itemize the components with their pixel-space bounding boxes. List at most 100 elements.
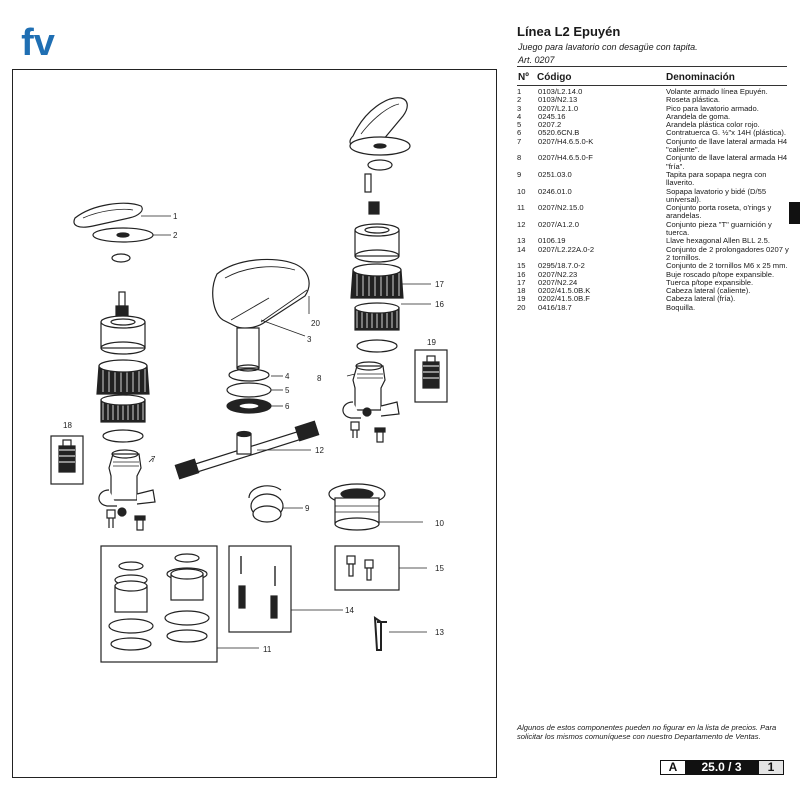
part-code: 0207/H4.6.5.0-K (538, 136, 594, 146)
part-number: 18 (517, 286, 526, 296)
part-description: Conjunto de llave lateral armada H4 "frí… (666, 153, 788, 171)
part-number: 19 (517, 294, 526, 304)
part-description: Conjunto porta roseta, o'rings y arandel… (666, 203, 772, 221)
sheet-number: 1 (758, 761, 783, 774)
part-description: Boquilla. (666, 302, 696, 312)
part-description: Tapita para sopapa negra con llaverito. (666, 169, 767, 188)
right-side-valve (352, 365, 386, 411)
exploded-view-svg: 1 2 3 4 5 6 7 8 9 10 11 12 13 14 15 16 1… (50, 97, 448, 663)
subtitle-divider (517, 66, 787, 67)
callout-15: 15 (435, 564, 444, 573)
part-code: 0416/18.7 (538, 302, 572, 312)
section-edge-tab (789, 202, 800, 224)
left-side-valve (108, 453, 142, 501)
footnote: Algunos de estos componentes pueden no f… (517, 723, 777, 742)
part-number: 9 (517, 169, 522, 179)
column-header-code: Código (537, 72, 572, 83)
callout-3: 3 (307, 335, 312, 344)
part-code: 0103/L2.14.0 (538, 87, 583, 96)
part-description: Tuerca p/tope expansible. (666, 277, 754, 287)
callout-8: 8 (317, 374, 322, 383)
header-divider (517, 85, 787, 86)
right-washer (356, 339, 398, 353)
part-description: Conjunto de 2 prolongadores 0207 y 2 tor… (666, 244, 789, 262)
part-number: 1 (517, 87, 522, 96)
right-small-ring (367, 159, 393, 171)
column-header-number: Nº (518, 72, 529, 83)
spout-washer-5 (226, 382, 272, 398)
part-code: 0207/N2.23 (538, 269, 578, 279)
part-number: 6 (517, 128, 522, 138)
callout-10: 10 (435, 519, 444, 528)
part-number: 7 (517, 136, 522, 146)
part-code: 0103/N2.13 (538, 95, 578, 105)
inset-box-18 (50, 435, 84, 485)
inset-box-19 (414, 349, 448, 403)
part-row: 1 0103/L2.14.0 Volante armado línea Epuyén… (517, 87, 797, 96)
part-code: 0106.19 (538, 236, 566, 246)
callout-1: 1 (173, 212, 178, 221)
callout-7: 7 (151, 455, 156, 464)
spout-shank (236, 327, 260, 369)
part-code: 0207/N2.15.0 (538, 203, 584, 213)
part-row: 14 0207/L2.22A.0-2 Conjunto de 2 prolongad… (517, 244, 797, 263)
part-code: 0207/N2.24 (538, 277, 578, 287)
part-row: 17 0207/N2.24 Tuerca p/tope expansible. (517, 277, 797, 287)
page-subtitle: Juego para lavatorio con desagüe con tap… (518, 41, 698, 67)
callout-2: 2 (173, 231, 178, 240)
part-description: Volante armado línea Epuyén. (666, 87, 768, 96)
part-number: 8 (517, 153, 522, 163)
callout-18: 18 (63, 421, 72, 430)
part-number: 2 (517, 95, 522, 105)
parts-list: 1 0103/L2.14.0 Volante armado línea Epuyén… (517, 87, 797, 312)
part-row: 18 0202/41.5.0B.K Cabeza lateral (caliente… (517, 286, 797, 296)
left-spindle-screw (118, 291, 126, 307)
part-code: 0207/L2.22A.0-2 (538, 244, 595, 254)
callout-14: 14 (345, 606, 354, 615)
left-small-ring (111, 253, 131, 263)
callout-labels: 1 2 3 4 5 6 7 8 9 10 11 12 13 14 15 16 1… (63, 212, 444, 654)
part-number: 20 (517, 302, 526, 312)
fv-logo: fv (21, 26, 55, 60)
part-description: Conjunto pieza "T" guarnición y tuerca. (666, 219, 772, 238)
part-code: 0520.6CN.B (538, 128, 580, 138)
fv-logo-text: fv (21, 26, 55, 60)
leader-lines (141, 215, 431, 649)
part-code: 0202/41.5.0B.K (538, 286, 591, 296)
allen-key (373, 616, 382, 651)
part-description: Roseta plástica. (666, 95, 721, 105)
part-code: 0207/L2.1.0 (538, 103, 579, 113)
part-code: 0251.03.0 (538, 169, 572, 179)
part-number: 13 (517, 236, 526, 246)
part-number: 17 (517, 277, 526, 287)
subtitle-line-article: Art. 0207 (518, 55, 555, 65)
part-row: 6 0520.6CN.B Contratuerca G. ½"x 14H (plás… (517, 128, 797, 138)
page-section: A (661, 761, 685, 774)
part-number: 4 (517, 111, 522, 121)
inset-box-14 (228, 545, 292, 633)
part-number: 14 (517, 244, 526, 254)
part-description: Cabeza lateral (caliente). (666, 286, 751, 296)
spout-body (212, 258, 310, 329)
part-code: 0207.2 (538, 120, 562, 130)
part-number: 16 (517, 269, 526, 279)
part-code: 0207/A1.2.0 (538, 219, 579, 229)
callout-4: 4 (285, 372, 290, 381)
part-description: Arandela plástica color rojo. (666, 120, 760, 130)
part-description: Sopapa lavatorio y bidé (D/55 universal)… (666, 186, 767, 204)
left-washer (102, 429, 144, 443)
part-code: 0245.16 (538, 111, 566, 121)
part-description: Contratuerca G. ½"x 14H (plástica). (666, 128, 787, 138)
column-header-name: Denominación (666, 72, 735, 83)
callout-12: 12 (315, 446, 324, 455)
callout-11: 11 (263, 645, 272, 654)
